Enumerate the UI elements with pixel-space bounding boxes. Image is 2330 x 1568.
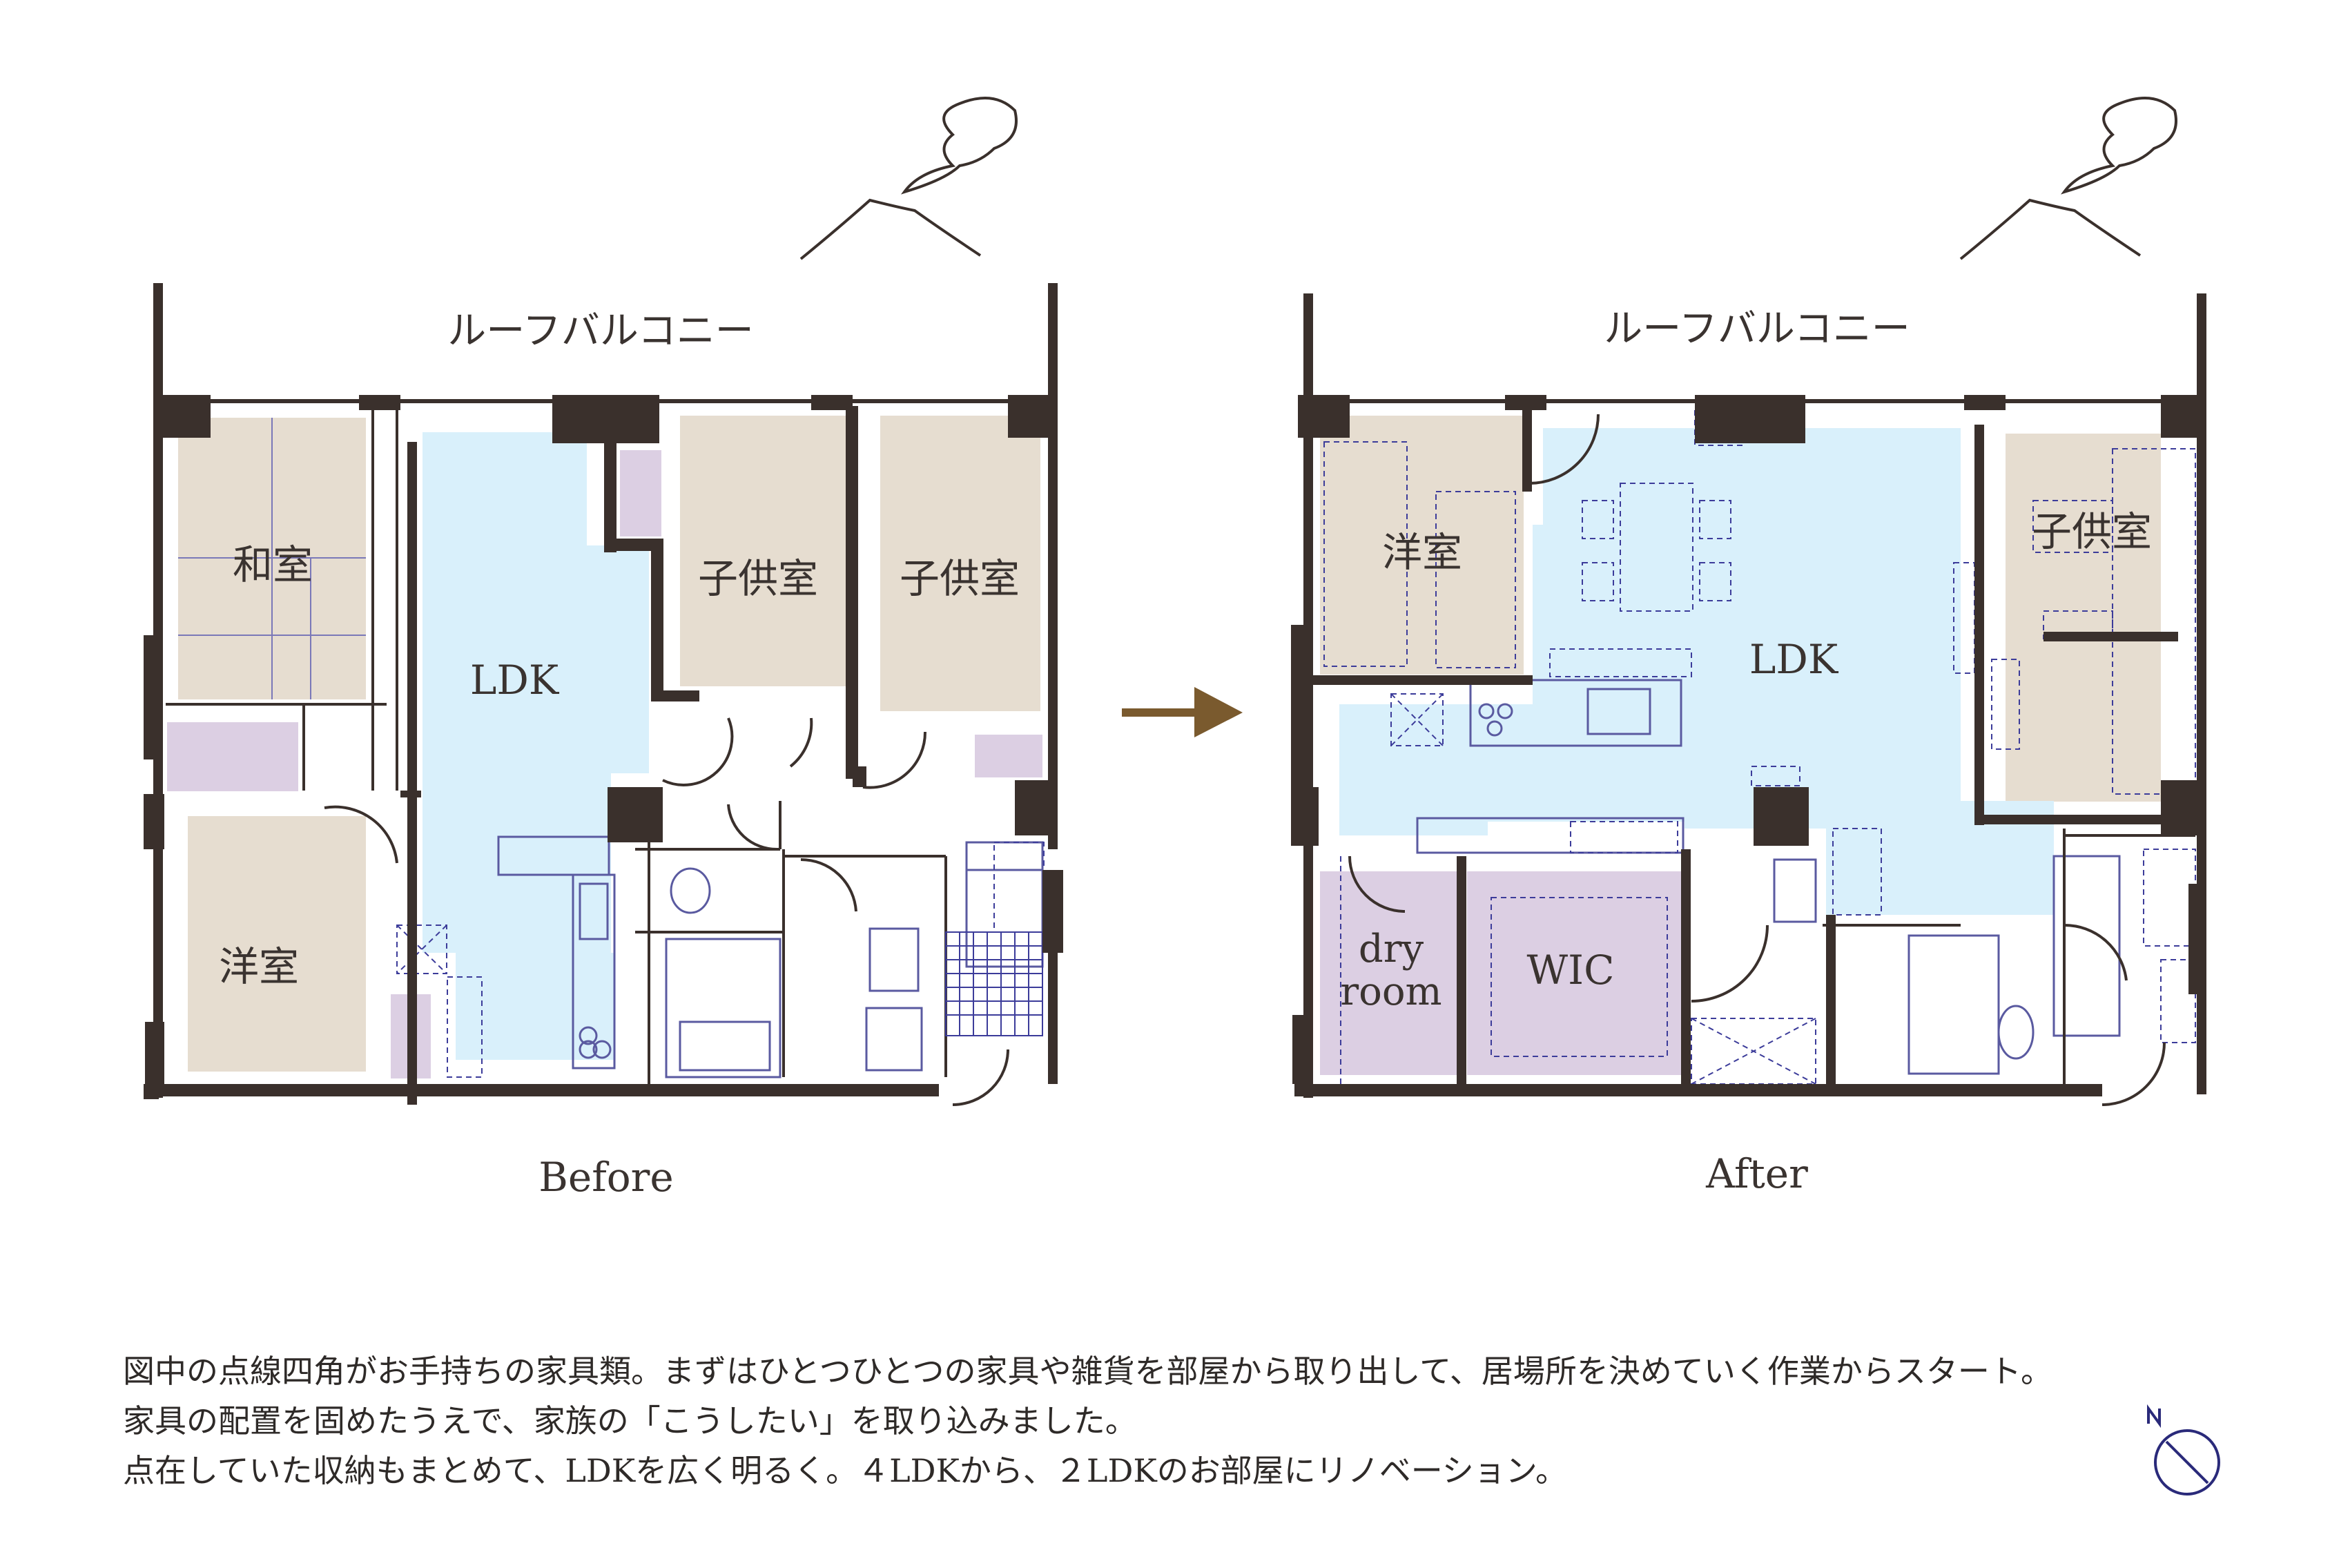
before-room-youshitsu [188, 816, 366, 1072]
after-label-kodomo: 子供室 [2032, 508, 2152, 555]
after-label-dry-line1: dry [1359, 927, 1424, 971]
after-caption: After [1705, 1150, 1808, 1197]
description-notes: 図中の点線四角がお手持ちの家具類。まずはひとつひとつの家具や雑貨を部屋から取り出… [123, 1346, 2194, 1496]
before-label-washitsu: 和室 [233, 541, 313, 588]
before-label-kodomo2: 子供室 [900, 555, 1020, 602]
before-storage-4 [975, 735, 1042, 777]
after-label-youshitsu: 洋室 [1382, 529, 1462, 576]
after-plan: ルーフバルコニー [1291, 97, 2206, 1197]
after-room-ldk [1339, 428, 2054, 915]
before-room-ldk [423, 432, 649, 1060]
after-room-youshitsu [1320, 416, 1524, 675]
before-storage-2 [167, 722, 298, 791]
note-line-2: 家具の配置を固めたうえで、家族の「こうしたい」を取り込みました。 [123, 1402, 1137, 1440]
before-balcony-label: ルーフバルコニー [447, 309, 754, 354]
before-room-kodomo1 [680, 416, 846, 686]
after-label-ldk: LDK [1749, 636, 1839, 683]
before-label-ldk: LDK [470, 657, 560, 704]
after-room-wic [1467, 871, 1682, 1075]
note-line-3: 点在していた収納もまとめて、LDKを広く明るく。４LDKから、２LDKのお部屋に… [123, 1452, 1568, 1489]
after-label-dry-line2: room [1340, 969, 1441, 1014]
compass-icon [2147, 1404, 2220, 1496]
after-balcony-label: ルーフバルコニー [1604, 307, 1910, 351]
mountain-cloud-icon [799, 97, 1018, 260]
before-label-youshitsu: 洋室 [219, 943, 299, 990]
before-caption: Before [538, 1154, 673, 1201]
after-room-kodomo [2006, 434, 2161, 802]
after-room-dryroom [1320, 871, 1462, 1075]
before-plan: ルーフバルコニー [144, 97, 1063, 1201]
note-line-1: 図中の点線四角がお手持ちの家具類。まずはひとつひとつの家具や雑貨を部屋から取り出… [123, 1353, 2052, 1390]
before-label-kodomo1: 子供室 [698, 555, 818, 602]
before-storage-1 [620, 450, 661, 536]
before-room-kodomo2 [880, 416, 1040, 711]
mountain-cloud-icon [1959, 97, 2177, 260]
after-label-wic: WIC [1527, 947, 1615, 994]
arrow-right-icon [1122, 687, 1243, 737]
